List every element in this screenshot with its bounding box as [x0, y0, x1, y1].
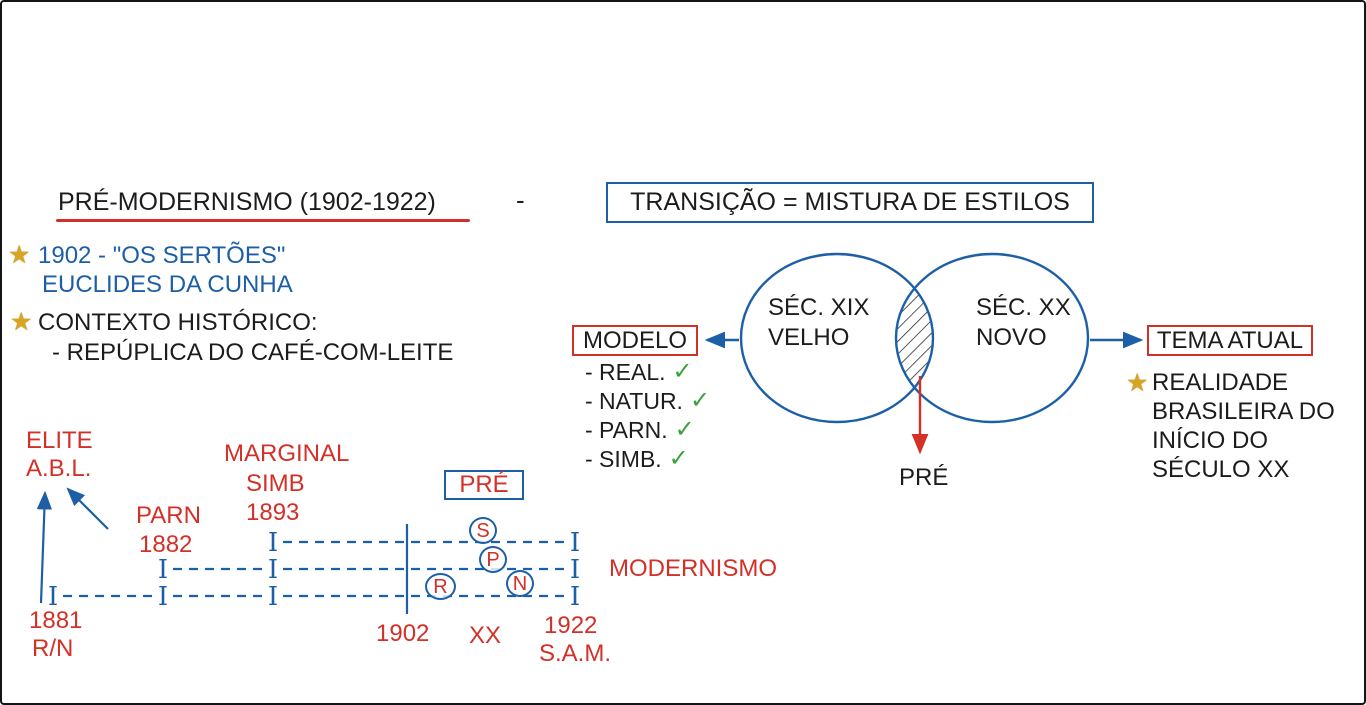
venn-right-line2: NOVO: [976, 324, 1047, 351]
timeline-parn: PARN: [136, 502, 201, 529]
star-icon: ★: [8, 241, 31, 269]
modelo-item: - REAL. ✓: [585, 358, 710, 387]
timeline-1902: 1902: [376, 620, 430, 647]
tema-note-line: REALIDADE: [1152, 369, 1289, 396]
circle-letter-r-label: R: [433, 575, 448, 598]
tema-atual-box: TEMA ATUAL: [1147, 325, 1313, 356]
circle-letter-s-label: S: [476, 519, 490, 542]
timeline-elite: ELITE: [26, 427, 93, 454]
timeline-tick: I: [158, 582, 168, 612]
timeline-xx: XX: [469, 622, 502, 649]
dash-separator: -: [516, 185, 525, 215]
tema-atual-label: TEMA ATUAL: [1156, 326, 1304, 354]
venn-right-line1: SÉC. XX: [976, 294, 1071, 321]
circle-letter-p: P: [479, 546, 507, 573]
timeline-marginal: MARGINAL: [224, 440, 350, 467]
timeline-pre-label: PRÉ: [459, 471, 509, 498]
modelo-list: - REAL. ✓ - NATUR. ✓ - PARN. ✓ - SIMB. ✓: [585, 358, 710, 474]
timeline-tick: I: [570, 582, 580, 612]
timeline-1882: 1882: [139, 531, 193, 558]
timeline-tick: I: [268, 555, 278, 585]
venn-pre-label: PRÉ: [899, 464, 949, 491]
page-title: PRÉ-MODERNISMO (1902-1922): [58, 188, 436, 216]
tema-note-line: BRASILEIRA DO: [1152, 398, 1335, 425]
modelo-item: - NATUR. ✓: [585, 387, 710, 416]
modelo-label: MODELO: [582, 326, 687, 354]
timeline-pre-box: PRÉ: [444, 470, 524, 500]
circle-letter-r: R: [425, 573, 456, 600]
circle-letter-p-label: P: [486, 548, 500, 571]
timeline-abl: A.B.L.: [26, 455, 92, 482]
note-euclides: EUCLIDES DA CUNHA: [42, 271, 293, 298]
star-icon: ★: [1126, 369, 1149, 397]
check-icon: ✓: [674, 416, 695, 443]
star-icon: ★: [10, 308, 33, 336]
circle-letter-n-label: N: [512, 572, 528, 595]
modelo-item-label: - REAL.: [585, 359, 666, 385]
modelo-item: - SIMB. ✓: [585, 445, 710, 474]
transition-box: TRANSIÇÃO = MISTURA DE ESTILOS: [606, 182, 1094, 223]
note-os-sertoes: 1902 - "OS SERTÕES": [38, 242, 286, 269]
circle-letter-s: S: [469, 517, 497, 544]
timeline-1893: 1893: [246, 499, 300, 526]
arrow-to-elite-1: [36, 490, 53, 604]
check-icon: ✓: [689, 387, 711, 414]
timeline-tick: I: [570, 528, 580, 558]
timeline-tick: I: [158, 555, 168, 585]
note-contexto: CONTEXTO HISTÓRICO:: [38, 309, 318, 336]
arrow-to-elite-2: [66, 487, 109, 530]
modelo-item-label: - NATUR.: [585, 388, 683, 414]
modelo-item-label: - PARN.: [585, 417, 668, 443]
timeline-modernismo: MODERNISMO: [609, 555, 777, 582]
timeline-rn: R/N: [32, 635, 74, 662]
tema-note-line: INÍCIO DO: [1152, 427, 1269, 454]
timeline-1881: 1881: [29, 607, 83, 634]
timeline-tick: I: [268, 528, 278, 558]
modelo-item-label: - SIMB.: [585, 446, 662, 472]
transition-label: TRANSIÇÃO = MISTURA DE ESTILOS: [630, 188, 1070, 216]
check-icon: ✓: [672, 358, 693, 385]
venn-left-line2: VELHO: [768, 324, 850, 351]
circle-letter-n: N: [506, 570, 534, 597]
note-republica: - REPÚPLICA DO CAFÉ-COM-LEITE: [52, 339, 454, 366]
timeline-sam: S.A.M.: [539, 640, 612, 667]
title-underline: [56, 219, 470, 222]
check-icon: ✓: [668, 445, 689, 472]
modelo-box: MODELO: [572, 325, 698, 356]
timeline-1922: 1922: [544, 612, 598, 639]
modelo-item: - PARN. ✓: [585, 416, 710, 445]
timeline-simb: SIMB: [246, 470, 305, 497]
tema-note-line: SÉCULO XX: [1152, 456, 1290, 483]
timeline-tick: I: [570, 555, 580, 585]
venn-left-line1: SÉC. XIX: [768, 294, 870, 321]
timeline-tick: I: [268, 582, 278, 612]
